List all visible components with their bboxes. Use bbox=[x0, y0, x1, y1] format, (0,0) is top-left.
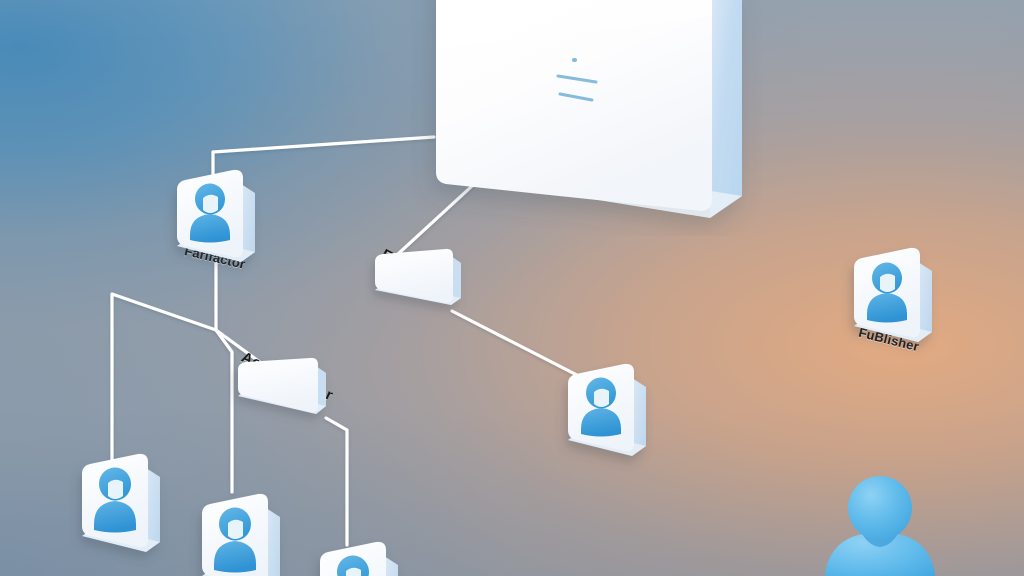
avatar-face-highlight bbox=[108, 479, 123, 499]
avatar-shoulders bbox=[581, 408, 621, 437]
administrator-chip-face bbox=[238, 357, 318, 413]
avatar-shoulders bbox=[94, 501, 136, 533]
node-editorave[interactable] bbox=[365, 248, 475, 328]
silhouette-head bbox=[848, 476, 912, 540]
avatar-face-highlight bbox=[203, 194, 218, 213]
leaf-1-extrusion bbox=[146, 468, 160, 552]
root-card-rule-short bbox=[558, 92, 594, 102]
publisher-extrusion bbox=[918, 262, 932, 342]
avatar-face-highlight bbox=[346, 567, 361, 576]
leaf-3-extrusion bbox=[384, 556, 398, 576]
node-publisher[interactable] bbox=[838, 242, 950, 364]
user-avatar-icon bbox=[94, 467, 136, 533]
root-card-sheen bbox=[436, 0, 712, 50]
root-card-extrusion bbox=[710, 0, 742, 218]
node-leaf-3[interactable] bbox=[304, 534, 416, 576]
avatar-face-highlight bbox=[594, 388, 609, 407]
foreground-user-silhouette bbox=[824, 476, 936, 576]
root-card-administrator[interactable] bbox=[410, 0, 770, 236]
avatar-face-highlight bbox=[880, 273, 895, 292]
leaf-2-extrusion bbox=[266, 508, 280, 576]
editorave-extrusion bbox=[451, 256, 461, 305]
node-aministor[interactable] bbox=[552, 358, 664, 478]
avatar-face-highlight bbox=[228, 519, 243, 539]
editorave-face bbox=[375, 248, 453, 303]
avatar-shoulders bbox=[214, 541, 256, 573]
facilitator-extrusion bbox=[241, 184, 255, 262]
user-avatar-icon bbox=[867, 262, 907, 323]
avatar-shoulders bbox=[867, 293, 907, 323]
user-avatar-icon bbox=[214, 507, 256, 573]
node-facilitator[interactable] bbox=[163, 166, 275, 284]
root-card-rule-long bbox=[556, 74, 598, 84]
administrator-chip-extrusion bbox=[316, 366, 326, 414]
silhouette-body bbox=[824, 532, 936, 576]
user-silhouette-icon bbox=[824, 476, 936, 576]
user-avatar-icon bbox=[336, 555, 370, 576]
aministor-extrusion bbox=[632, 378, 646, 456]
avatar-shoulders bbox=[190, 214, 230, 243]
node-leaf-1[interactable] bbox=[66, 446, 178, 576]
node-leaf-2[interactable] bbox=[186, 486, 298, 576]
node-administrator-chip[interactable] bbox=[228, 356, 340, 436]
